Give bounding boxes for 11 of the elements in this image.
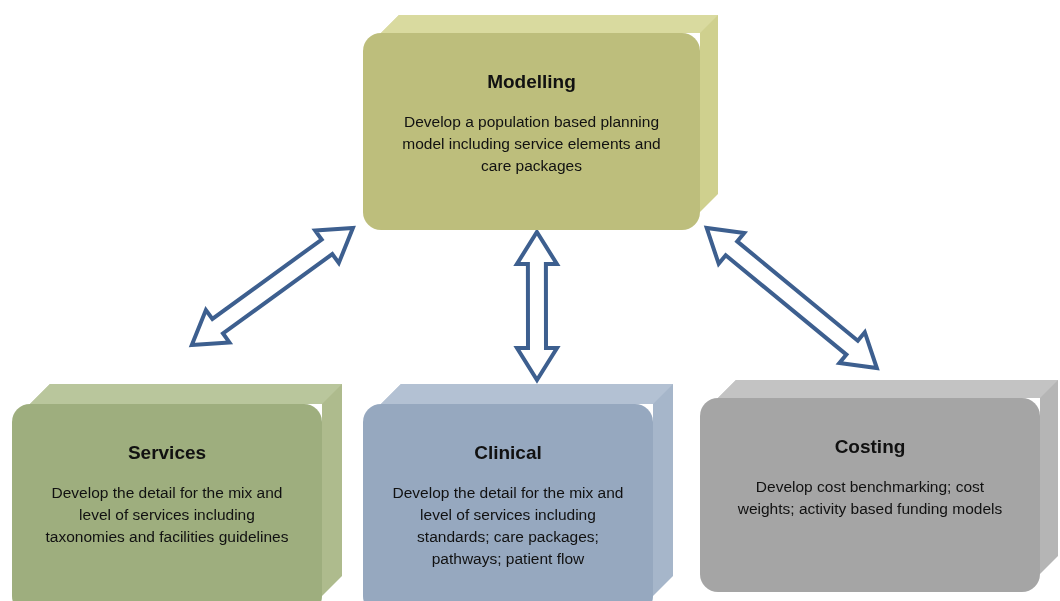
- box-title: Modelling: [487, 71, 576, 93]
- box-title: Services: [127, 442, 207, 464]
- box-description: Develop a population based planning model including service elements and care packages: [401, 112, 662, 176]
- double-arrow: [513, 228, 561, 384]
- double-arrow: [703, 225, 880, 371]
- box-title: Costing: [834, 436, 906, 458]
- box-title: Clinical: [474, 442, 542, 464]
- box-description: Develop cost benchmarking; cost weights; activity based funding models: [736, 477, 1004, 519]
- box-description: Develop the detail for the mix and level of services including taxonomies and facilities guidelines: [44, 483, 290, 547]
- double-arrow: [188, 225, 356, 348]
- box-description: Develop the detail for the mix and level of services including standards; care packages; pathways; patient flow: [391, 483, 625, 569]
